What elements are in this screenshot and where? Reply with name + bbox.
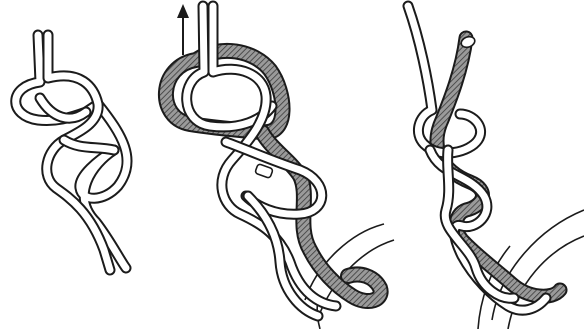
panel-3-working-strand <box>437 38 560 296</box>
panel-2-retrace <box>166 4 394 329</box>
panel-1-figure-eight <box>16 35 127 270</box>
rope-end-icon <box>255 164 273 179</box>
panel-2-working-end <box>166 51 381 301</box>
arrow-up-icon <box>177 4 189 55</box>
panel-3-standing-strand <box>408 6 546 310</box>
panel-3-finished-knot <box>408 6 584 329</box>
panel-1-rope <box>16 35 127 270</box>
